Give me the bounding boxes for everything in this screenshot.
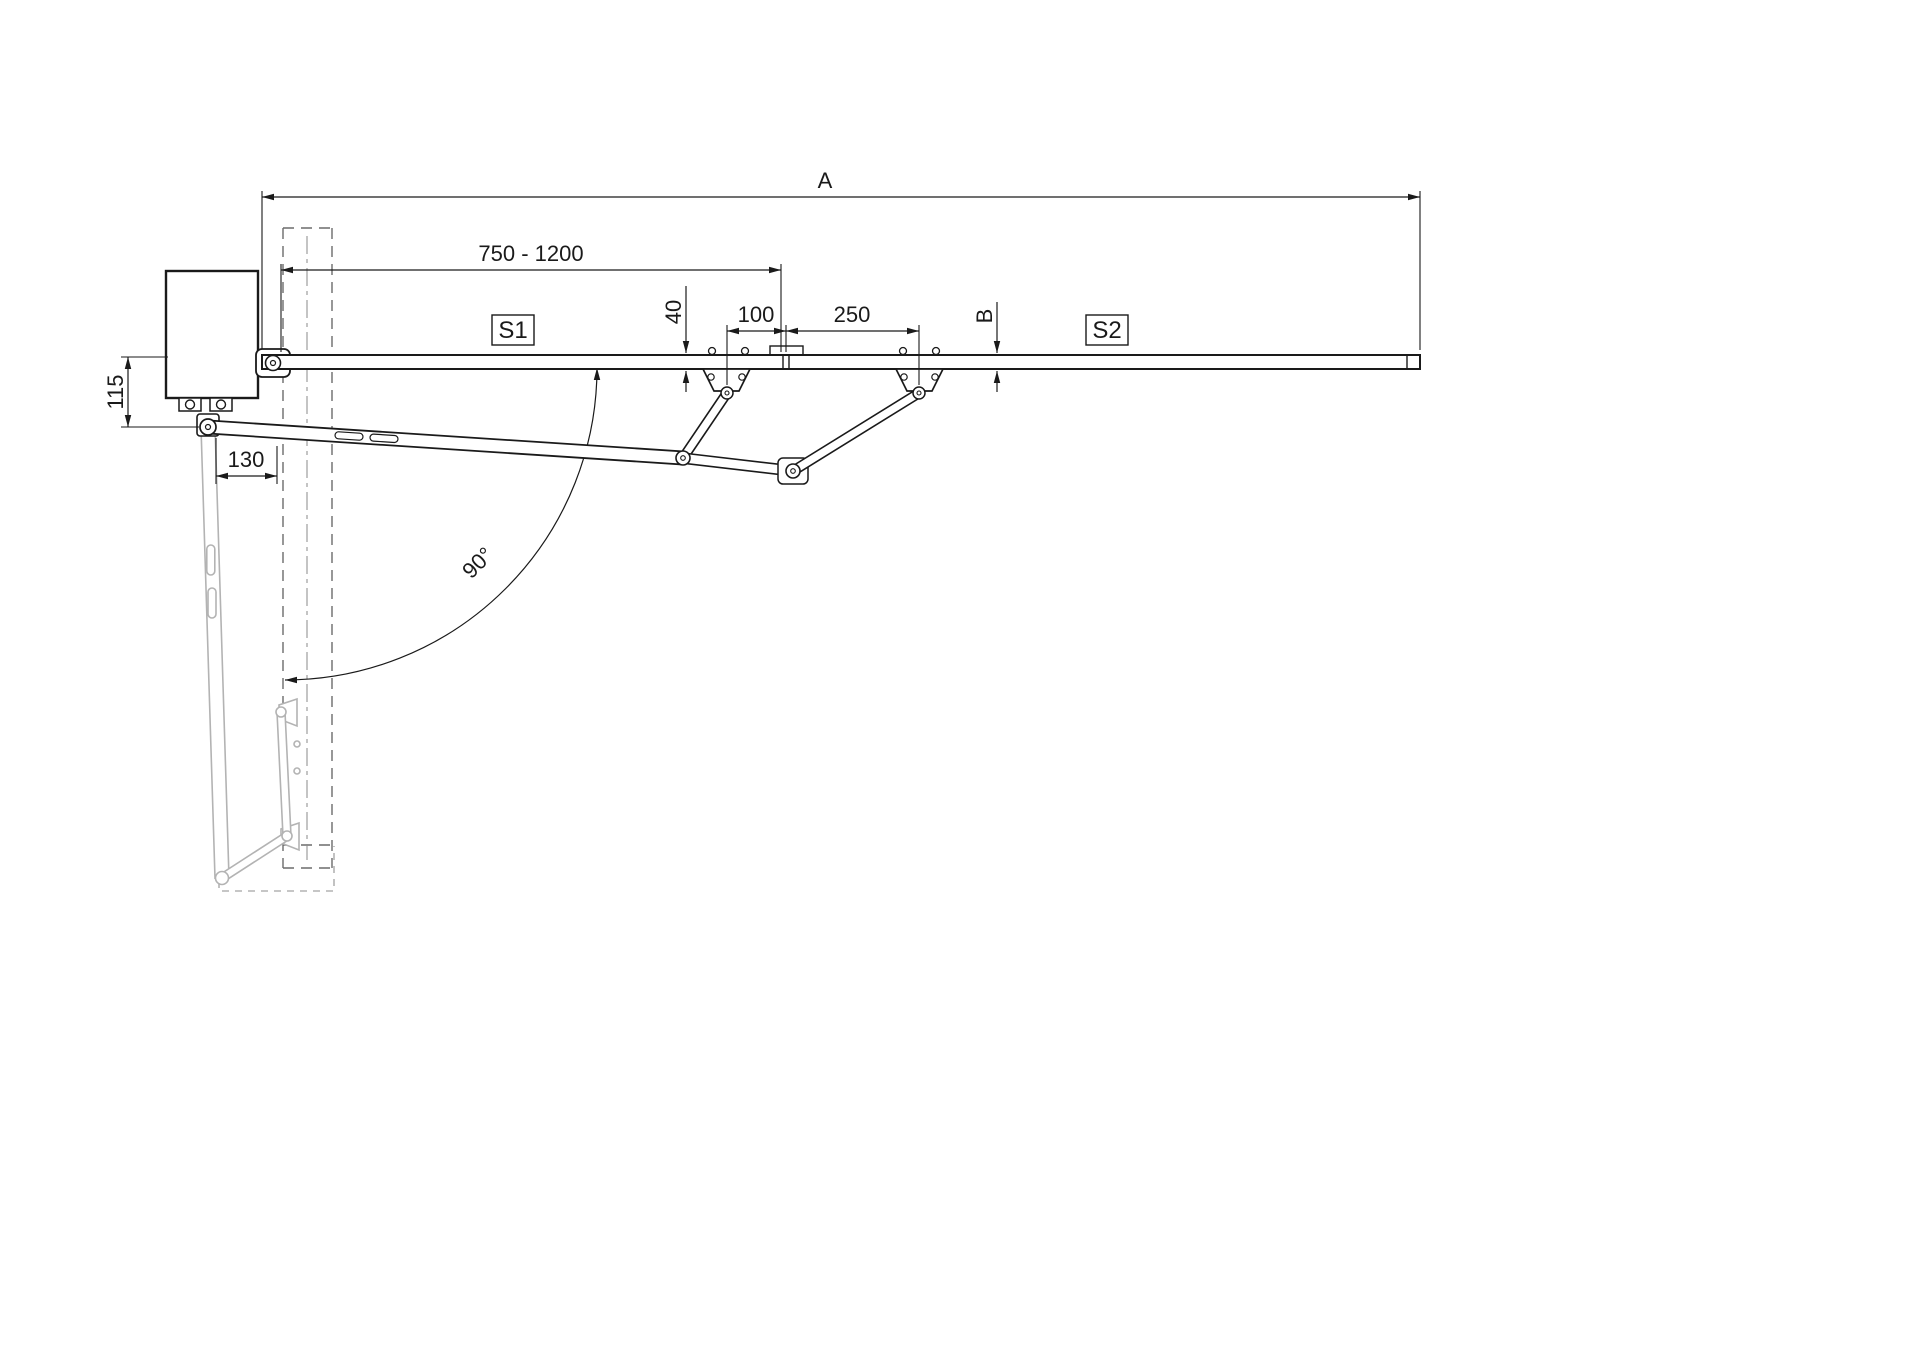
angle-90-label: 90°: [457, 542, 498, 583]
section-labels: S1 S2: [491, 314, 1129, 346]
dimension-250: 250: [786, 302, 920, 385]
dimension-a: A: [261, 168, 1421, 350]
dimension-130: 130: [215, 438, 278, 484]
dimension-b: B: [972, 302, 1001, 392]
dimension-100: 100: [726, 302, 787, 385]
dim-250-label: 250: [834, 302, 871, 327]
boom: [261, 345, 1421, 372]
dim-range-label: 750 - 1200: [478, 241, 583, 266]
dim-40-label: 40: [661, 300, 686, 324]
section-s1-label: S1: [498, 317, 527, 344]
section-s1-box: [491, 314, 535, 346]
motor-unit: [164, 269, 291, 437]
connecting-bar: [680, 452, 795, 477]
dim-115-label: 115: [103, 374, 128, 409]
motor-housing: [164, 269, 260, 400]
dim-130-label: 130: [228, 447, 265, 472]
articulated-arm: [199, 368, 945, 485]
link-front: [678, 389, 732, 462]
section-s2-box: [1085, 314, 1129, 346]
gate-post: [282, 227, 333, 869]
section-s2-label: S2: [1092, 317, 1121, 344]
link-rear: [789, 388, 923, 476]
dim-100-label: 100: [738, 302, 775, 327]
ghost-closed-position: [200, 425, 335, 892]
dimension-115: 115: [103, 356, 199, 428]
dimension-40: 40: [661, 286, 690, 392]
dim-b-label: B: [972, 309, 997, 324]
boom-profile: [261, 354, 1421, 370]
dimension-range: 750 - 1200: [280, 241, 782, 352]
main-arm: [207, 419, 685, 466]
dim-a-label: A: [818, 168, 833, 193]
